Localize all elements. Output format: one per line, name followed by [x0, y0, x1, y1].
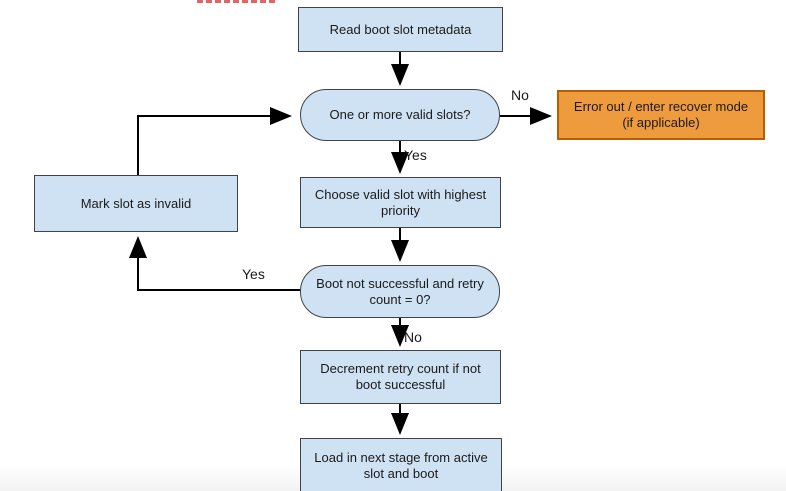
node-choose-valid-slot: Choose valid slot with highest priority — [300, 177, 501, 228]
node-error-recover-mode: Error out / enter recover mode (if appli… — [557, 90, 765, 140]
node-decision-boot-not-successful: Boot not successful and retry count = 0? — [300, 265, 500, 318]
edge-label-valid-no: No — [511, 87, 529, 103]
node-decrement-retry-count: Decrement retry count if not boot succes… — [300, 350, 501, 404]
edge-label-boot-no: No — [404, 329, 422, 345]
node-read-boot-slot-metadata: Read boot slot metadata — [298, 7, 503, 52]
node-decision-valid-slots: One or more valid slots? — [300, 89, 500, 141]
edge-label-valid-yes: Yes — [404, 147, 427, 163]
edge-label-boot-yes: Yes — [242, 266, 265, 282]
clipped-red-underline — [197, 0, 275, 3]
arrow-bootcheck-to-markinvalid — [129, 236, 300, 291]
arrow-markinvalid-to-valid — [137, 107, 292, 175]
node-load-next-stage: Load in next stage from active slot and … — [300, 438, 502, 491]
node-mark-slot-invalid: Mark slot as invalid — [34, 175, 238, 232]
